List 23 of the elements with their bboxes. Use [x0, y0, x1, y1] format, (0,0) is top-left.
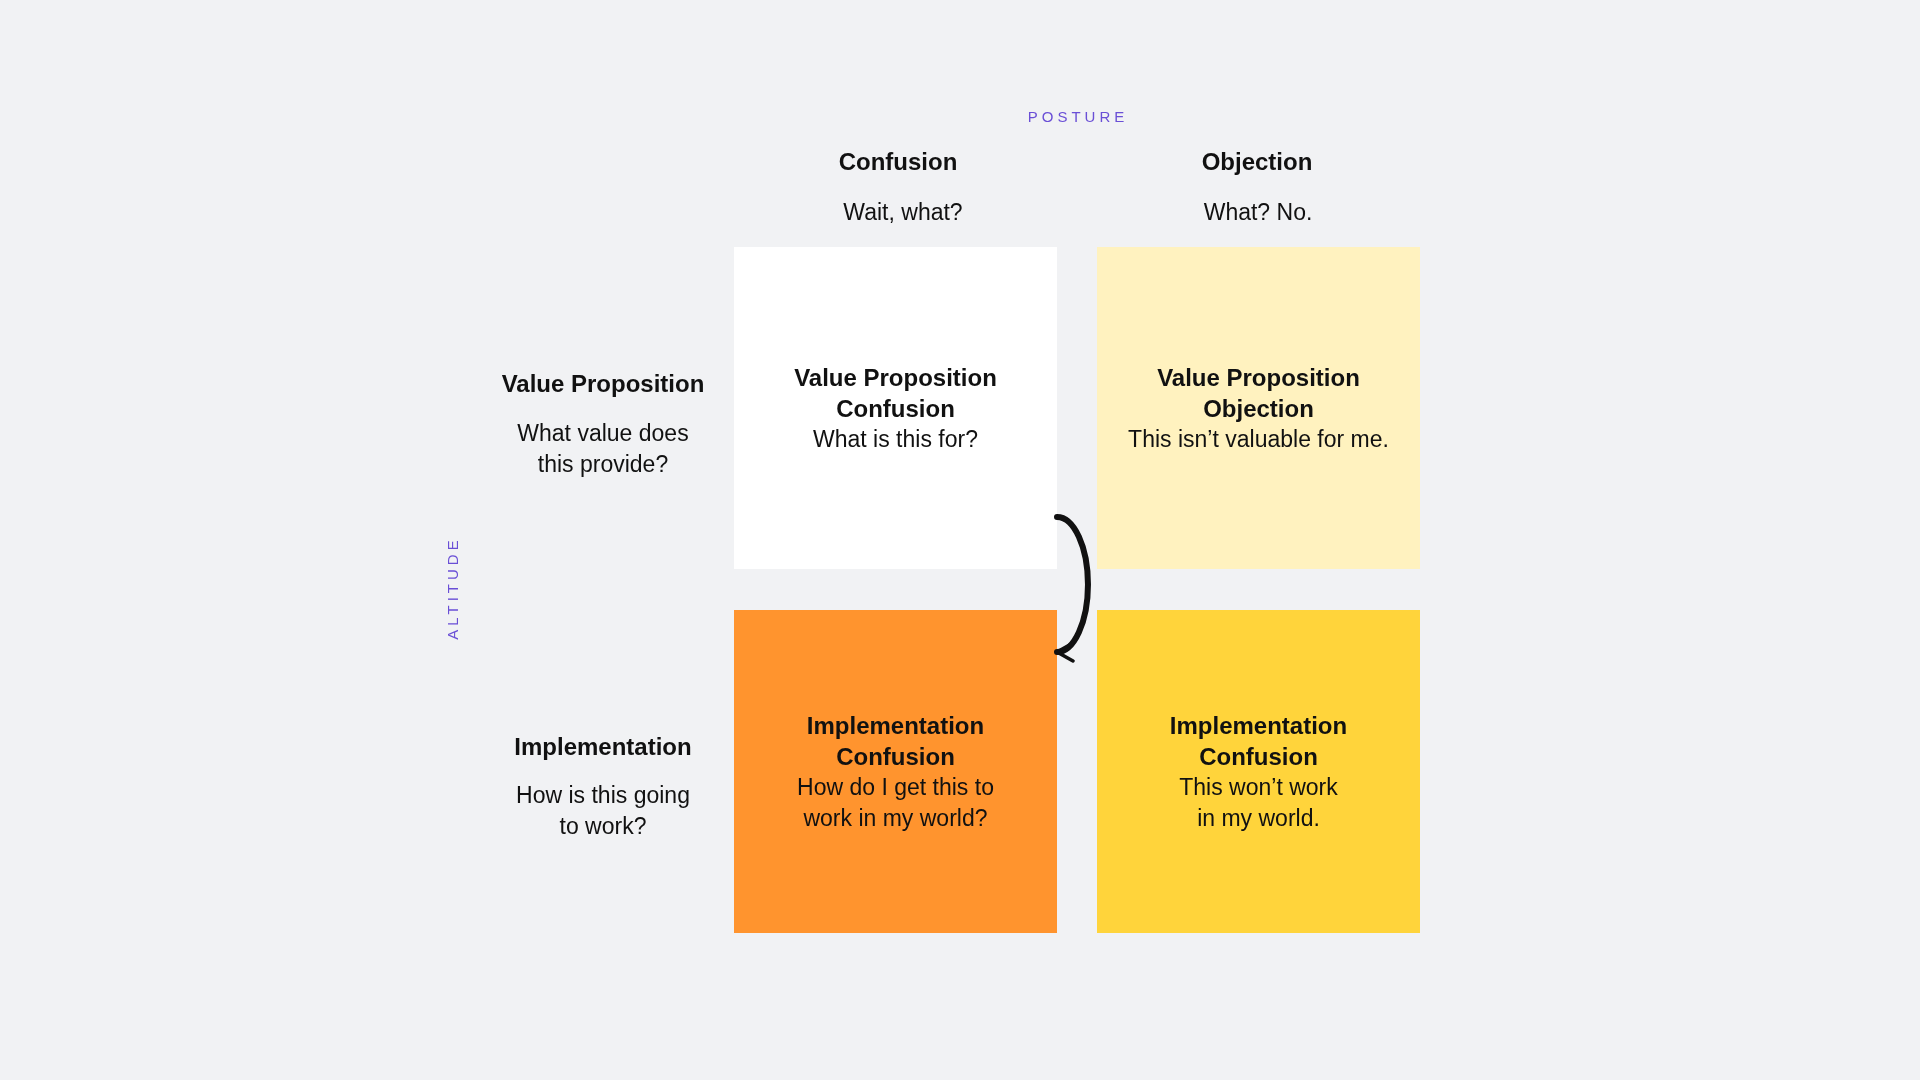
axis-label: POSTURE [1027, 107, 1129, 125]
quadrant-text: This isn’t valuable for me. [1128, 424, 1389, 454]
quadrant-text: How do I get this to work in my world? [796, 772, 995, 833]
quadrant-title: Implementation Confusion [1168, 710, 1349, 772]
row-heading: Implementation [514, 733, 692, 761]
quadrant-title: Value Proposition Confusion [793, 362, 998, 424]
axis-label: ALTITUDE [443, 536, 461, 640]
quadrant-title: Value Proposition Objection [1156, 362, 1361, 424]
column-subtitle: Wait, what? [843, 198, 963, 226]
row-subtitle: How is this going to work? [515, 781, 691, 841]
quadrant-text: What is this for? [813, 424, 978, 454]
quadrant-title: Implementation Confusion [805, 710, 986, 772]
quadrant-box [734, 247, 1057, 569]
quadrant-text: This won’t work in my world. [1178, 772, 1339, 833]
row-heading: Value Proposition [501, 370, 705, 398]
quadrant-box [734, 610, 1057, 933]
curved-arrow [1054, 514, 1091, 661]
row-subtitle: What value does this provide? [516, 419, 690, 479]
column-heading: Objection [1201, 148, 1313, 176]
column-heading: Confusion [838, 148, 958, 176]
column-subtitle: What? No. [1203, 198, 1313, 226]
quadrant-box [1097, 247, 1420, 569]
quadrant-box [1097, 610, 1420, 933]
